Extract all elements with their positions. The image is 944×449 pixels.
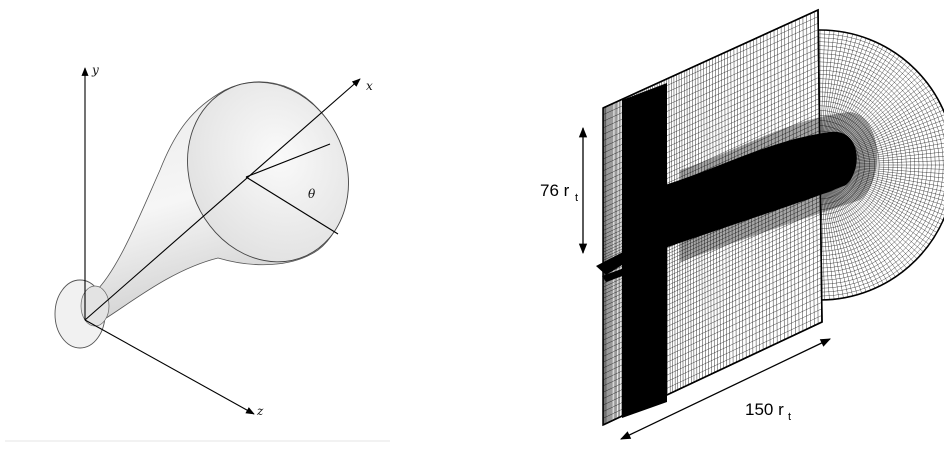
- theta-line-horizontal: [245, 143, 331, 178]
- length-dimension-arrow: [620, 338, 831, 440]
- length-dimension-label: 150 r: [745, 400, 784, 419]
- height-dimension-subscript: t: [575, 192, 578, 204]
- height-dimension-label: 76 r: [540, 181, 570, 200]
- mesh-diagram: 76 r t 150 r t: [540, 8, 944, 440]
- length-dimension-subscript: t: [788, 411, 791, 423]
- z-axis: [84, 319, 255, 415]
- mesh-jet-plume-halo: [680, 112, 878, 262]
- mesh-nozzle-notch: [596, 252, 630, 275]
- z-axis-label: z: [256, 404, 264, 418]
- y-axis-label: y: [91, 63, 99, 77]
- mesh-nozzle-notch-lower: [602, 266, 630, 282]
- nozzle-diagram: y x z θ: [54, 63, 373, 418]
- x-axis-label: x: [366, 79, 373, 93]
- mesh-jet-plume: [665, 131, 857, 248]
- theta-line-radius: [245, 176, 339, 235]
- theta-label: θ: [308, 187, 316, 201]
- x-axis: [84, 78, 361, 321]
- mesh-dense-band: [622, 83, 667, 418]
- nozzle-exit-ellipse: [187, 81, 349, 263]
